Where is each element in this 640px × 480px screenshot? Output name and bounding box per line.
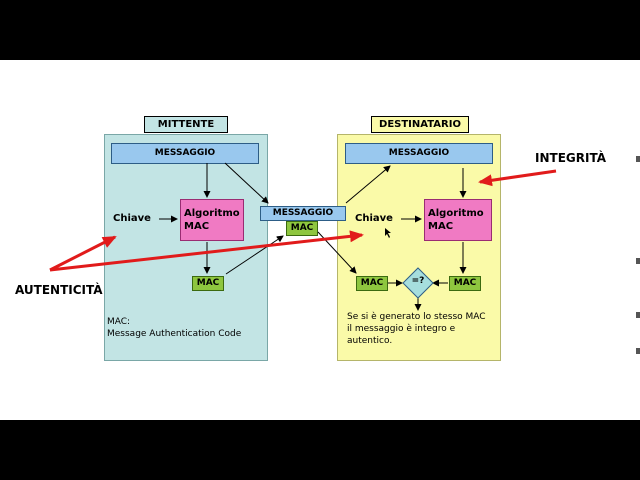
mouse-pointer	[385, 228, 391, 238]
cropped-edge-mark	[636, 312, 640, 318]
sender-algorithm-line1: Algoritmo	[184, 208, 240, 219]
sender-algorithm-box: Algoritmo MAC	[180, 199, 244, 241]
transit-mac-box: MAC	[286, 221, 318, 236]
sender-message-box: MESSAGGIO	[111, 143, 259, 164]
received-mac-box: MAC	[356, 276, 388, 291]
receiver-note: Se si è generato lo stesso MAC il messag…	[347, 311, 497, 347]
cropped-edge-mark	[636, 258, 640, 264]
authenticity-arrow-to-receiver-key	[49, 230, 364, 272]
receiver-algorithm-box: Algoritmo MAC	[424, 199, 492, 241]
arrow-sender-message-to-transit	[224, 162, 269, 204]
cropped-edge-mark	[636, 348, 640, 354]
compare-symbol: =?	[411, 276, 425, 286]
diagram-connectors	[49, 162, 557, 311]
sender-key-label: Chiave	[113, 213, 151, 224]
transit-message-box: MESSAGGIO	[260, 206, 346, 221]
compare-diamond	[402, 267, 434, 299]
authenticity-arrow-to-sender-key	[49, 235, 117, 272]
arrow-transit-to-receiver-message	[345, 165, 391, 204]
receiver-panel	[337, 134, 501, 361]
receiver-algorithm-line1: Algoritmo	[428, 208, 484, 219]
cropped-edge-mark	[636, 156, 640, 162]
receiver-message-box: MESSAGGIO	[345, 143, 493, 164]
sender-title: MITTENTE	[144, 116, 228, 133]
computed-mac-box: MAC	[449, 276, 481, 291]
receiver-title: DESTINATARIO	[371, 116, 469, 133]
receiver-note-line1: Se si è generato lo stesso MAC	[347, 312, 486, 322]
integrity-arrow	[478, 169, 557, 187]
arrow-sender-mac-to-transit	[225, 235, 284, 275]
sender-note: MAC: Message Authentication Code	[107, 316, 265, 340]
sender-note-line2: Message Authentication Code	[107, 329, 242, 339]
sender-algorithm-line2: MAC	[184, 221, 210, 232]
integrity-callout: INTEGRITÀ	[535, 151, 606, 165]
sender-mac-box: MAC	[192, 276, 224, 291]
slide-canvas: MITTENTE DESTINATARIO MESSAGGIO MESSAGGI…	[0, 60, 640, 420]
receiver-key-label: Chiave	[355, 213, 393, 224]
sender-note-line1: MAC:	[107, 317, 131, 327]
authenticity-callout: AUTENTICITÀ	[15, 283, 103, 297]
receiver-note-line2: il messaggio è integro e	[347, 324, 456, 334]
receiver-algorithm-line2: MAC	[428, 221, 454, 232]
receiver-note-line3: autentico.	[347, 336, 393, 346]
